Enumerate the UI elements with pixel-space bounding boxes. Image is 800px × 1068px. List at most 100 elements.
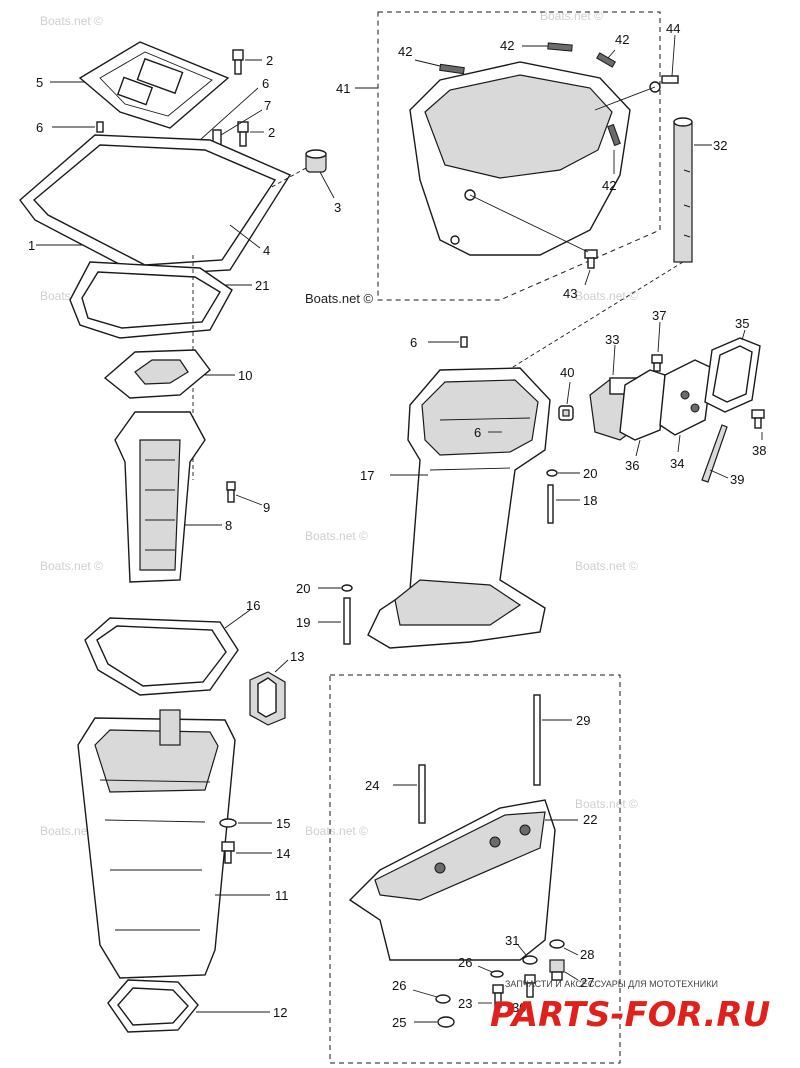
part-washer-28 [549,939,565,949]
part-washer-26 [490,970,504,978]
callout-25: 25 [392,1015,406,1030]
callout-14: 14 [276,846,290,861]
part-tube-32 [673,117,693,263]
watermarks: Boats.net © Boats.net © Boats.net © Boat… [40,9,638,838]
callout-2: 2 [268,125,275,140]
callout-13: 13 [290,649,304,664]
callout-15: 15 [276,816,290,831]
part-stud-19 [343,597,351,645]
callout-10: 10 [238,368,252,383]
part-strip-42 [596,52,616,68]
watermark: Boats.net © [40,559,103,573]
callout-36: 36 [625,458,639,473]
part-cowling-41 [409,61,631,256]
callout-40: 40 [560,365,574,380]
part-gasket-12 [107,979,199,1033]
watermark: Boats.net © [305,824,368,838]
logo-tagline: ЗАПЧАСТИ И АКСЕССУАРЫ ДЛЯ МОТОТЕХНИКИ [505,979,718,989]
callout-6: 6 [474,425,481,440]
callout-7: 7 [264,98,271,113]
part-plate-5 [78,41,230,129]
part-grommet-3 [305,149,327,173]
watermark: Boats.net © [305,529,368,543]
part-rod-39 [701,424,728,483]
part-bolt-37 [651,354,663,372]
callout-4: 4 [263,243,270,258]
callout-33: 33 [605,332,619,347]
callout-6: 6 [262,76,269,91]
callout-23: 23 [458,996,472,1011]
logo-text: PARTS-FOR.RU [490,995,770,1035]
callout-26: 26 [458,955,472,970]
callout-12: 12 [273,1005,287,1020]
callout-26: 26 [392,978,406,993]
callout-19: 19 [296,615,310,630]
callout-39: 39 [730,472,744,487]
part-lower-case-22 [348,799,556,961]
callout-18: 18 [583,493,597,508]
watermark: Boats.net © [40,14,103,28]
callout-17: 17 [360,468,374,483]
part-pin-6 [460,336,468,348]
part-housing-11 [77,709,236,979]
callout-34: 34 [670,456,684,471]
part-gasket-35 [704,337,761,413]
part-strip-42 [547,42,573,52]
callout-42: 42 [602,178,616,193]
callout-38: 38 [752,443,766,458]
callout-37: 37 [652,308,666,323]
part-strip-42 [439,63,465,75]
part-housing-17 [367,367,551,649]
part-washer-20 [341,584,353,592]
callout-5: 5 [36,75,43,90]
brand-logo: ЗАПЧАСТИ И АКСЕССУАРЫ ДЛЯ МОТОТЕХНИКИ PA… [490,979,770,1035]
callout-24: 24 [365,778,379,793]
part-bolt-30 [524,974,536,998]
part-bracket-13 [249,671,286,726]
callout-8: 8 [225,518,232,533]
part-bolt-23 [492,984,504,1008]
callout-16: 16 [246,598,260,613]
part-washer-15 [219,818,237,828]
callout-30: 30 [512,1000,526,1015]
callout-27: 27 [580,975,594,990]
part-gasket-36 [619,369,666,441]
part-washer-20 [546,469,558,477]
part-strip-42 [607,123,621,147]
part-bolt-2 [232,49,244,75]
callout-28: 28 [580,947,594,962]
callout-9: 9 [263,500,270,515]
callout-41: 41 [336,81,350,96]
callout-3: 3 [334,200,341,215]
lower-case-group-box [329,674,621,1064]
callout-35: 35 [735,316,749,331]
callout-2: 2 [266,53,273,68]
part-stud-18 [547,484,554,524]
callout-44: 44 [666,21,680,36]
part-washer-26 [435,994,451,1004]
watermark: Boats.net © [540,9,603,23]
part-gasket-4 [19,134,292,276]
callout-6: 6 [36,120,43,135]
callout-6: 6 [410,335,417,350]
part-cover-34 [659,359,713,436]
part-bolt-9 [226,481,236,503]
part-nut-27 [549,959,565,981]
assembly-axis [499,261,684,376]
callout-29: 29 [576,713,590,728]
callout-21: 21 [255,278,269,293]
part-plate-10 [103,349,211,399]
watermark-main: Boats.net © [305,291,374,306]
part-gasket-16 [84,617,239,696]
part-stud-24 [418,764,426,824]
watermark: Boats.net © [575,797,638,811]
callout-42: 42 [500,38,514,53]
part-bolt-2b [237,121,249,147]
part-seal-40 [558,405,574,421]
part-gasket-21 [69,261,233,339]
part-exhaust-8 [114,411,206,583]
callout-1: 1 [28,238,35,253]
part-bolt-14 [221,841,235,864]
callout-20: 20 [296,581,310,596]
